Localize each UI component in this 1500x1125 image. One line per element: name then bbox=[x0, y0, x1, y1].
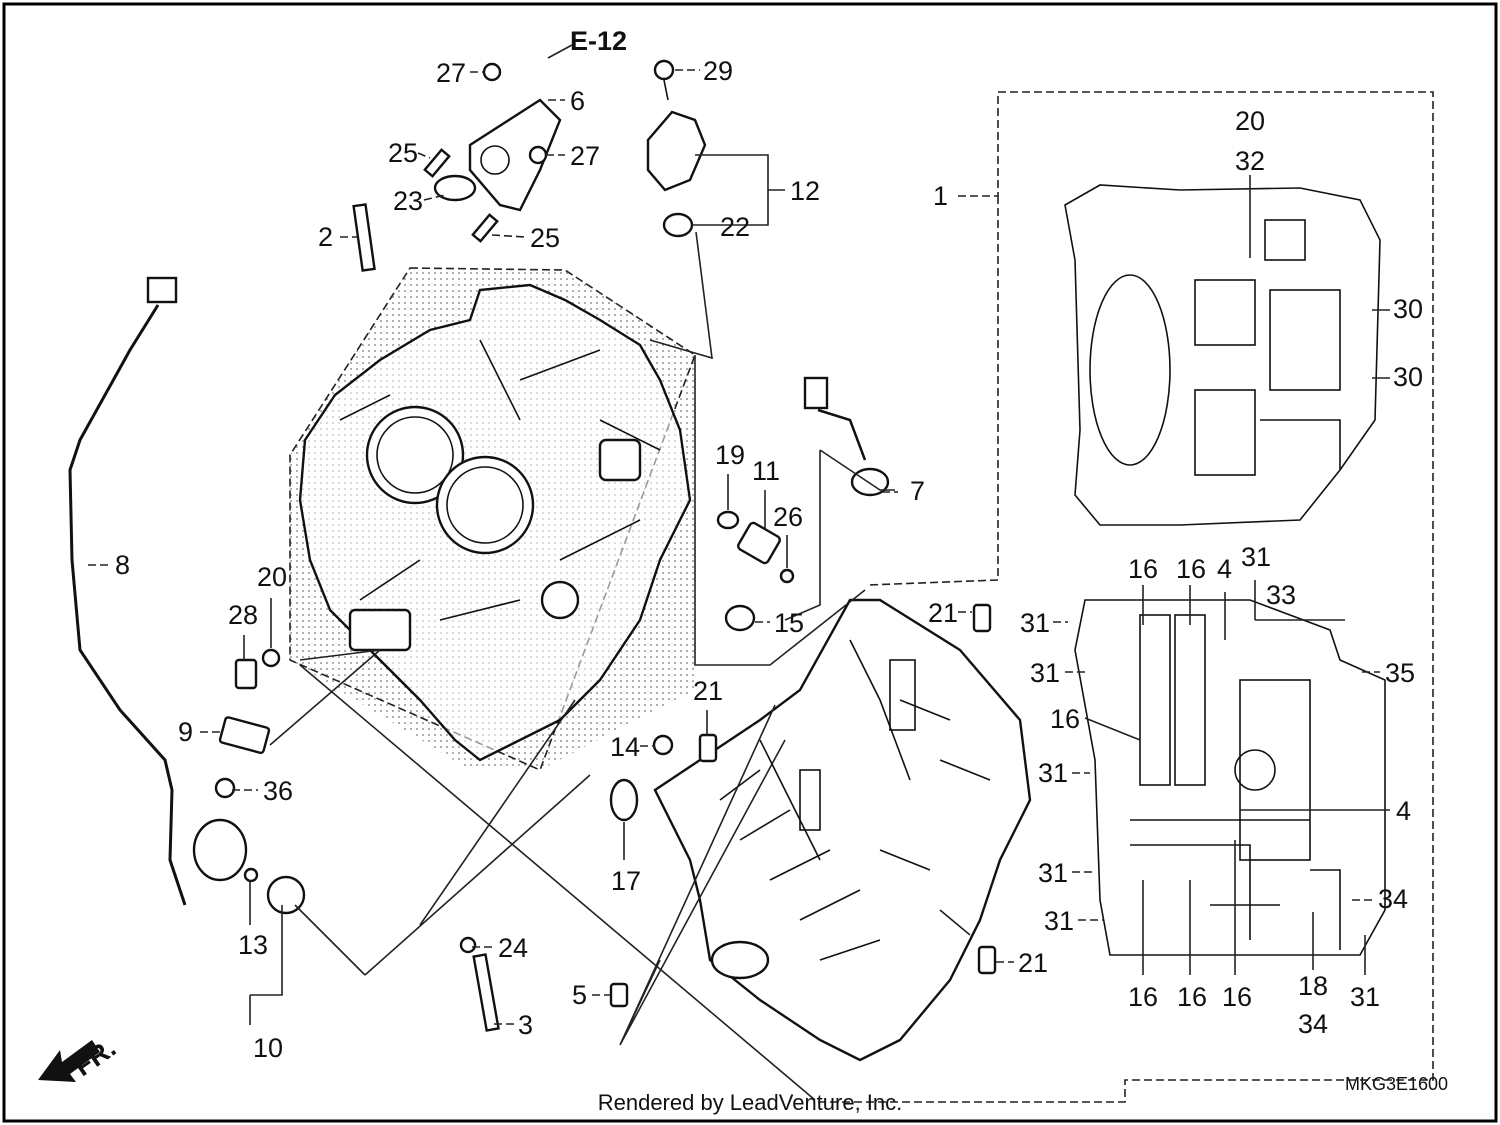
seal-15 bbox=[724, 604, 756, 632]
callout-21: 21 bbox=[693, 676, 723, 706]
section-ref-label: E-12 bbox=[570, 26, 627, 56]
callout-27: 27 bbox=[570, 141, 600, 171]
wire-harness-8 bbox=[68, 276, 187, 906]
diagram-reference-code: MKG3E1600 bbox=[1345, 1074, 1449, 1094]
fitting-11 bbox=[737, 521, 781, 565]
callout-16: 16 bbox=[1128, 554, 1158, 584]
callout-13: 13 bbox=[238, 930, 268, 960]
callout-9: 9 bbox=[178, 717, 193, 747]
callout-14: 14 bbox=[610, 732, 640, 762]
callout-31: 31 bbox=[1030, 658, 1060, 688]
callout-31: 31 bbox=[1020, 608, 1050, 638]
callout-34: 34 bbox=[1298, 1009, 1328, 1039]
callout-25: 25 bbox=[530, 223, 560, 253]
callout-3: 3 bbox=[518, 1010, 533, 1040]
front-direction-label: FR. bbox=[69, 1033, 122, 1083]
lower-crankcase bbox=[653, 598, 1032, 1062]
callout-30: 30 bbox=[1393, 294, 1423, 324]
callout-17: 17 bbox=[611, 866, 641, 896]
callout-34: 34 bbox=[1378, 884, 1408, 914]
callout-1: 1 bbox=[933, 181, 948, 211]
o-ring-22 bbox=[662, 212, 694, 238]
footer-credit: Rendered by LeadVenture, Inc. bbox=[597, 1090, 903, 1115]
upper-crankcase bbox=[289, 267, 696, 772]
bolt-3-with-washer-24 bbox=[459, 936, 500, 1032]
water-joint-pipe-6 bbox=[468, 98, 562, 212]
callout-31: 31 bbox=[1044, 906, 1074, 936]
callout-2: 2 bbox=[318, 222, 333, 252]
callout-25: 25 bbox=[388, 138, 418, 168]
o-ring-23 bbox=[433, 174, 477, 202]
sensor-7 bbox=[803, 376, 890, 497]
callout-20: 20 bbox=[257, 562, 287, 592]
callout-16: 16 bbox=[1128, 982, 1158, 1012]
callout-6: 6 bbox=[570, 86, 585, 116]
callout-12: 12 bbox=[790, 176, 820, 206]
callout-31: 31 bbox=[1350, 982, 1380, 1012]
o-ring-26 bbox=[779, 568, 795, 584]
callout-27: 27 bbox=[436, 58, 466, 88]
callout-26: 26 bbox=[773, 502, 803, 532]
callout-21: 21 bbox=[928, 598, 958, 628]
callout-21: 21 bbox=[1018, 948, 1048, 978]
upper-sealant-plan bbox=[1064, 184, 1381, 526]
callout-10: 10 bbox=[253, 1033, 283, 1063]
callout-32: 32 bbox=[1235, 146, 1265, 176]
callout-5: 5 bbox=[572, 980, 587, 1010]
gasket-19 bbox=[716, 510, 740, 530]
callout-29: 29 bbox=[703, 56, 733, 86]
callout-labels: E-12 27 6 27 25 23 25 29 12 22 2 8 1 20 … bbox=[69, 26, 1424, 1082]
callout-16: 16 bbox=[1050, 704, 1080, 734]
callout-31: 31 bbox=[1038, 858, 1068, 888]
callout-16: 16 bbox=[1177, 982, 1207, 1012]
callout-24: 24 bbox=[498, 933, 528, 963]
callout-30: 30 bbox=[1393, 362, 1423, 392]
bolt-28 bbox=[234, 658, 258, 690]
nuts-27 bbox=[482, 62, 548, 165]
dowel-21a bbox=[972, 603, 992, 633]
bolt-36 bbox=[214, 777, 236, 799]
leader-lines bbox=[88, 44, 1434, 1103]
callout-28: 28 bbox=[228, 600, 258, 630]
dowel-pins-25 bbox=[423, 148, 499, 243]
callout-23: 23 bbox=[393, 186, 423, 216]
washer-20 bbox=[261, 648, 281, 668]
callout-8: 8 bbox=[115, 550, 130, 580]
dowel-21c bbox=[977, 945, 997, 975]
callout-20: 20 bbox=[1235, 106, 1265, 136]
callout-31: 31 bbox=[1241, 542, 1271, 572]
dowel-21b bbox=[698, 733, 718, 763]
callout-36: 36 bbox=[263, 776, 293, 806]
callout-16: 16 bbox=[1222, 982, 1252, 1012]
front-direction-arrow bbox=[38, 1040, 100, 1082]
callout-7: 7 bbox=[910, 476, 925, 506]
callout-18: 18 bbox=[1298, 971, 1328, 1001]
callout-31: 31 bbox=[1038, 758, 1068, 788]
callout-11: 11 bbox=[752, 456, 780, 486]
screen-17 bbox=[609, 778, 639, 822]
callout-19: 19 bbox=[715, 440, 745, 470]
plug-14 bbox=[652, 734, 674, 756]
callout-4: 4 bbox=[1396, 796, 1411, 826]
callout-16: 16 bbox=[1176, 554, 1206, 584]
callout-33: 33 bbox=[1266, 580, 1296, 610]
stud-bolt-2 bbox=[352, 203, 376, 272]
bolt-29 bbox=[653, 59, 675, 101]
callout-35: 35 bbox=[1385, 658, 1415, 688]
callout-4: 4 bbox=[1217, 554, 1232, 584]
dowel-5 bbox=[609, 982, 629, 1008]
callout-15: 15 bbox=[774, 608, 804, 638]
bracket-9 bbox=[218, 716, 271, 755]
lower-sealant-plan bbox=[1074, 599, 1386, 956]
filter-cap-10 bbox=[192, 818, 306, 915]
sensor-assembly-12 bbox=[646, 110, 707, 192]
callout-22: 22 bbox=[720, 212, 750, 242]
